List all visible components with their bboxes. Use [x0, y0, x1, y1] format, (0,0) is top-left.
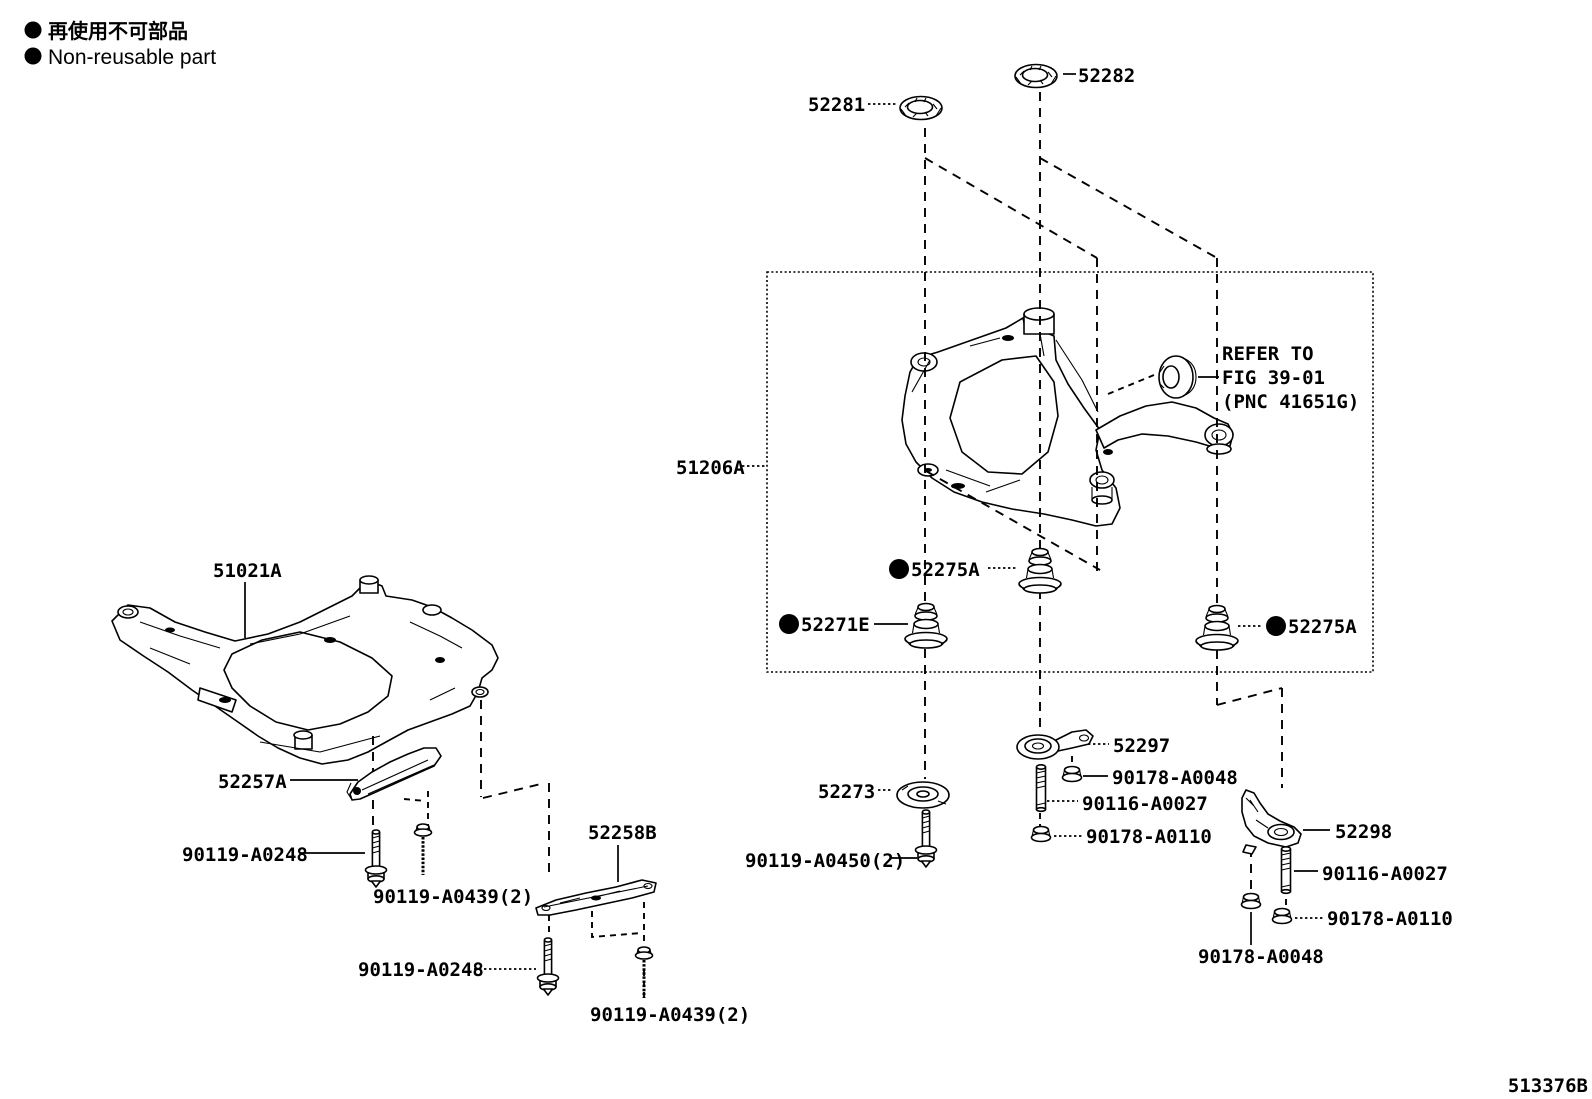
part-label-52298[interactable]: 52298: [1335, 821, 1392, 843]
retainer-52273-drawing: [896, 781, 950, 809]
part-label-90116-A0027-right[interactable]: 90116-A0027: [1322, 863, 1448, 885]
nut-90178-a0048-right-drawing: [1240, 892, 1262, 910]
refer-note: REFER TO FIG 39-01 (PNC 41651G): [1222, 343, 1359, 413]
rear-subframe-drawing: [901, 307, 1234, 527]
front-crossmember-drawing: [111, 575, 499, 765]
nut-52282-drawing: [1014, 63, 1058, 89]
part-label-52281[interactable]: 52281: [808, 94, 865, 116]
cushion-52271e-drawing: [904, 602, 948, 649]
part-label-52275A-right[interactable]: 52275A: [1288, 616, 1357, 638]
stay-52297-drawing: [1016, 729, 1094, 760]
bracket-52257a-drawing: [346, 747, 442, 801]
part-label-52297[interactable]: 52297: [1113, 735, 1170, 757]
non-reusable-bullet-icon: [779, 614, 799, 634]
leader-lines: [244, 73, 1330, 970]
stud-90116-a0027-mid-drawing: [1035, 763, 1047, 813]
refer-note-line2: FIG 39-01: [1222, 367, 1325, 389]
part-label-52257A[interactable]: 52257A: [218, 771, 287, 793]
non-reusable-bullet-icon: [1266, 616, 1286, 636]
refer-bushing-drawing: [1158, 355, 1197, 399]
legend-non-reusable-jp: 再使用不可部品: [48, 19, 188, 43]
stud-90116-a0027-right-drawing: [1280, 845, 1292, 895]
part-label-90119-A0248-2[interactable]: 90119-A0248: [358, 959, 484, 981]
refer-note-line3: (PNC 41651G): [1222, 391, 1359, 413]
bracket-52298-drawing: [1241, 789, 1302, 855]
bolt-90119-a0248-1-drawing: [364, 829, 388, 888]
part-label-52273[interactable]: 52273: [818, 781, 875, 803]
part-callout-52275a-left: 52275A: [889, 559, 980, 581]
figure-code: 513376B: [1508, 1075, 1588, 1097]
guide-lines: [372, 92, 1287, 1002]
refer-note-line1: REFER TO: [1222, 343, 1314, 365]
part-label-52282[interactable]: 52282: [1078, 65, 1135, 87]
nut-90178-a0110-right-drawing: [1271, 907, 1293, 925]
part-label-90178-A0048-mid[interactable]: 90178-A0048: [1112, 767, 1238, 789]
part-callout-52271e: 52271E: [779, 614, 870, 636]
brace-52258b-drawing: [535, 879, 657, 916]
non-reusable-bullet-icon: [889, 559, 909, 579]
part-label-90119-A0439-2[interactable]: 90119-A0439(2): [590, 1004, 750, 1026]
nut-90178-a0110-mid-drawing: [1030, 825, 1052, 843]
bolt-90119-a0439-1-drawing: [413, 822, 433, 877]
nut-52281-drawing: [899, 95, 943, 121]
part-label-90178-A0110-right[interactable]: 90178-A0110: [1327, 908, 1453, 930]
part-label-90119-A0248-1[interactable]: 90119-A0248: [182, 844, 308, 866]
part-label-90119-A0450[interactable]: 90119-A0450(2): [745, 850, 905, 872]
part-label-52275A-left[interactable]: 52275A: [911, 559, 980, 581]
part-label-52258B[interactable]: 52258B: [588, 822, 657, 844]
nut-90178-a0048-mid-drawing: [1061, 765, 1083, 783]
part-label-51021A[interactable]: 51021A: [213, 560, 282, 582]
part-label-90178-A0048-right[interactable]: 90178-A0048: [1198, 946, 1324, 968]
legend: 再使用不可部品 Non-reusable part: [24, 19, 216, 69]
bolt-90119-a0450-drawing: [914, 809, 938, 868]
bolt-90119-a0439-2-drawing: [634, 945, 654, 1000]
non-reusable-bullet-icon: [24, 21, 42, 39]
part-label-90119-A0439-1[interactable]: 90119-A0439(2): [373, 886, 533, 908]
part-label-52271E[interactable]: 52271E: [801, 614, 870, 636]
part-callout-52275a-right: 52275A: [1266, 616, 1357, 638]
part-label-90178-A0110-mid[interactable]: 90178-A0110: [1086, 826, 1212, 848]
part-labels: 52281 52282 51206A REFER TO FIG 39-01 (P…: [182, 65, 1453, 1026]
subassembly-box: [766, 271, 1374, 673]
bolt-90119-a0248-2-drawing: [536, 937, 560, 996]
part-label-90116-A0027-mid[interactable]: 90116-A0027: [1082, 793, 1208, 815]
cushion-52275a-left-drawing: [1018, 547, 1062, 594]
legend-non-reusable-en: Non-reusable part: [48, 46, 216, 69]
part-label-51206A[interactable]: 51206A: [676, 457, 745, 479]
cushion-52275a-right-drawing: [1195, 604, 1239, 651]
non-reusable-bullet-icon: [24, 47, 42, 65]
